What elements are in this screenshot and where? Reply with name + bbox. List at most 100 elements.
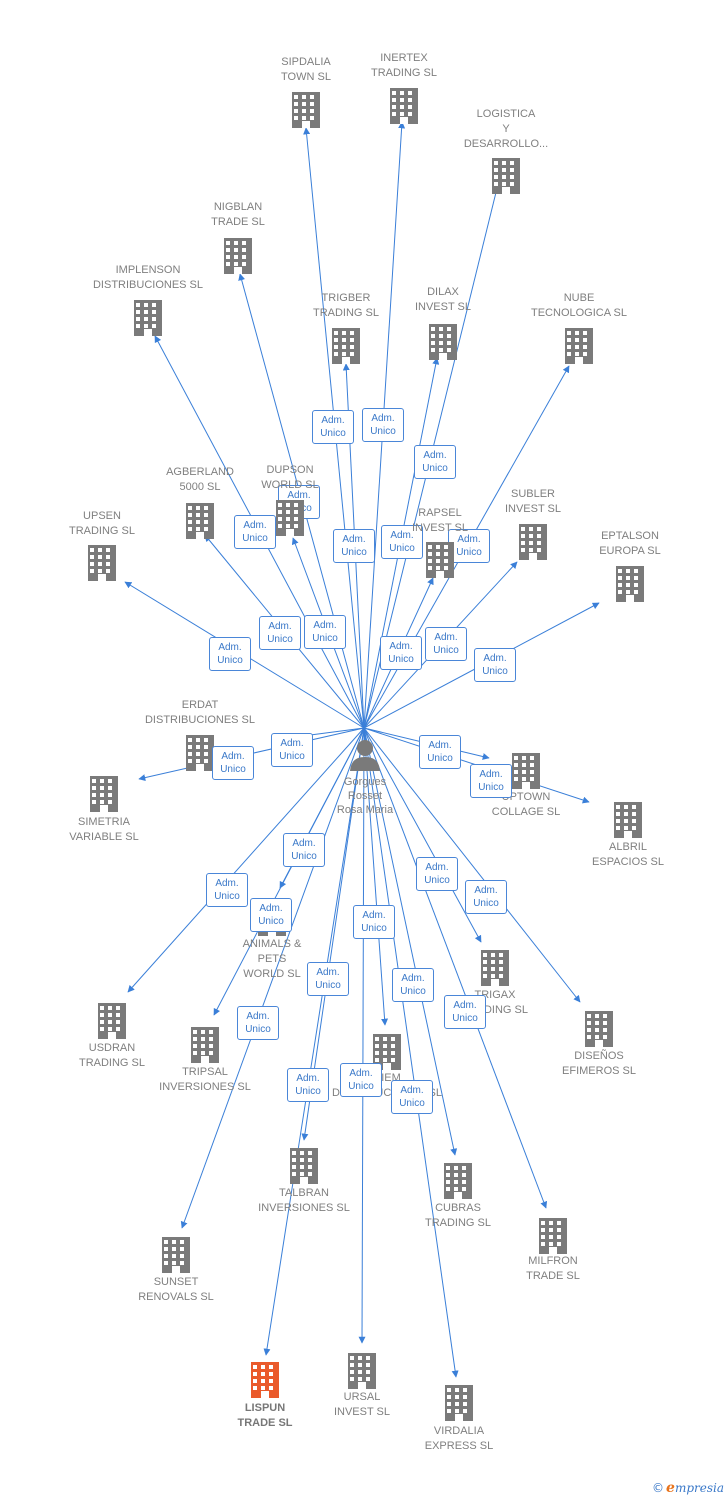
building-icon[interactable]: [424, 542, 456, 578]
company-label[interactable]: URSAL INVEST SL: [333, 1391, 391, 1418]
brand-name: mpresia: [674, 1481, 724, 1495]
building-icon[interactable]: [479, 950, 511, 986]
edge-line: [363, 727, 459, 1378]
role-badge: Adm. Unico: [206, 873, 248, 907]
building-icon[interactable]: [346, 1353, 378, 1389]
company-label[interactable]: NUBE TECNOLOGICA SL: [531, 292, 627, 319]
company-label[interactable]: ERDAT DISTRIBUCIONES SL: [144, 699, 256, 726]
company-label[interactable]: UPSEN TRADING SL: [68, 510, 135, 537]
role-badge: Adm. Unico: [212, 746, 254, 780]
edge-line: [180, 727, 365, 1229]
building-icon[interactable]: [612, 802, 644, 838]
company-label[interactable]: LOGISTICA Y DESARROLLO...: [463, 108, 549, 150]
company-label[interactable]: DUPSON WORLD SL: [261, 464, 319, 491]
role-badge: Adm. Unico: [448, 529, 490, 563]
edge-line: [363, 727, 389, 1026]
company-label[interactable]: TRIPSAL INVERSIONES SL: [159, 1066, 251, 1093]
role-badge: Adm. Unico: [392, 968, 434, 1002]
company-label[interactable]: ANIMALS & PETS WORLD SL: [242, 938, 302, 980]
role-badge: Adm. Unico: [380, 636, 422, 670]
building-icon[interactable]: [184, 735, 216, 771]
company-label[interactable]: TALBRAN INVERSIONES SL: [258, 1187, 350, 1214]
building-icon[interactable]: [443, 1385, 475, 1421]
company-label[interactable]: UPTOWN COLLAGE SL: [491, 791, 561, 818]
company-label[interactable]: TRIGAX TRADING SL: [461, 989, 528, 1016]
company-label[interactable]: SUBLER INVEST SL: [504, 488, 562, 515]
building-icon[interactable]: [563, 328, 595, 364]
building-icon[interactable]: [96, 1003, 128, 1039]
role-badge: Adm. Unico: [287, 1068, 329, 1102]
building-icon[interactable]: [442, 1163, 474, 1199]
building-icon[interactable]: [249, 1362, 281, 1398]
footer-brand[interactable]: ©empresia: [652, 1480, 724, 1496]
company-label[interactable]: EPTALSON EUROPA SL: [599, 530, 661, 557]
company-label[interactable]: VIRDALIA EXPRESS SL: [424, 1425, 494, 1452]
building-icon[interactable]: [86, 545, 118, 581]
company-label[interactable]: LISPUN TRADE SL: [237, 1402, 293, 1429]
role-badge: Adm. Unico: [419, 735, 461, 769]
role-badge: Adm. Unico: [209, 637, 251, 671]
center-person-label: Gorgues Rosset Rosa Maria: [336, 776, 394, 816]
role-badge: Adm. Unico: [237, 1006, 279, 1040]
role-badge: Adm. Unico: [304, 615, 346, 649]
building-icon[interactable]: [274, 500, 306, 536]
company-label[interactable]: DISEÑOS EFIMEROS SL: [562, 1050, 636, 1077]
role-badge: Adm. Unico: [353, 905, 395, 939]
company-label[interactable]: CUBRAS TRADING SL: [424, 1202, 491, 1229]
edge-line: [127, 727, 365, 993]
company-label[interactable]: RAPSEL INVEST SL: [411, 507, 469, 534]
role-badge: Adm. Unico: [425, 627, 467, 661]
role-badge: Adm. Unico: [340, 1063, 382, 1097]
edge-line: [263, 727, 365, 1356]
building-icon[interactable]: [330, 328, 362, 364]
role-badge: Adm. Unico: [416, 857, 458, 891]
company-label[interactable]: INERTEX TRADING SL: [370, 52, 437, 79]
role-badge: Adm. Unico: [444, 995, 486, 1029]
role-badge: Adm. Unico: [234, 515, 276, 549]
company-label[interactable]: ALBRIL ESPACIOS SL: [592, 841, 664, 868]
role-badge: Adm. Unico: [470, 764, 512, 798]
center-person[interactable]: Gorgues Rosset Rosa Maria: [315, 738, 415, 817]
building-icon[interactable]: [490, 158, 522, 194]
role-badge: Adm. Unico: [362, 408, 404, 442]
role-badge: Adm. Unico: [307, 962, 349, 996]
building-icon[interactable]: [583, 1011, 615, 1047]
building-icon[interactable]: [537, 1218, 569, 1254]
building-icon[interactable]: [510, 753, 542, 789]
company-label[interactable]: SUNSET RENOVALS SL: [138, 1276, 214, 1303]
company-label[interactable]: TRIGBER TRADING SL: [312, 292, 379, 319]
role-badge: Adm. Unico: [414, 445, 456, 479]
building-icon[interactable]: [614, 566, 646, 602]
building-icon[interactable]: [189, 1027, 221, 1063]
company-label[interactable]: AGBERLAND 5000 SL: [166, 466, 234, 493]
company-label[interactable]: IMPLENSON DISTRIBUCIONES SL: [92, 264, 204, 291]
company-label[interactable]: USDRAN TRADING SL: [78, 1042, 145, 1069]
role-badge: Adm. Unico: [250, 898, 292, 932]
building-icon[interactable]: [88, 776, 120, 812]
company-label[interactable]: NIGBLAN TRADE SL: [211, 201, 265, 228]
building-icon[interactable]: [388, 88, 420, 124]
company-label[interactable]: MILFRON TRADE SL: [526, 1255, 580, 1282]
building-icon[interactable]: [132, 300, 164, 336]
company-label[interactable]: DIEM DISTRIBUCIONES SL: [332, 1072, 443, 1099]
role-badge: Adm. Unico: [271, 733, 313, 767]
copyright-symbol: ©: [652, 1481, 665, 1495]
role-badge: Adm. Unico: [474, 648, 516, 682]
building-icon[interactable]: [517, 524, 549, 560]
edge-line: [358, 727, 366, 1344]
building-icon[interactable]: [222, 238, 254, 274]
person-icon: [350, 740, 380, 771]
building-icon[interactable]: [160, 1237, 192, 1273]
company-label[interactable]: SIMETRIA VARIABLE SL: [69, 816, 139, 843]
edge-line: [363, 727, 482, 943]
building-icon[interactable]: [184, 503, 216, 539]
brand-initial: e: [666, 1480, 675, 1496]
building-icon[interactable]: [290, 92, 322, 128]
edge-line: [363, 727, 581, 1003]
company-label[interactable]: SIPDALIA TOWN SL: [281, 56, 331, 83]
building-icon[interactable]: [427, 324, 459, 360]
company-label[interactable]: DILAX INVEST SL: [414, 286, 472, 313]
building-icon[interactable]: [288, 1148, 320, 1184]
edge-line: [363, 727, 458, 1156]
